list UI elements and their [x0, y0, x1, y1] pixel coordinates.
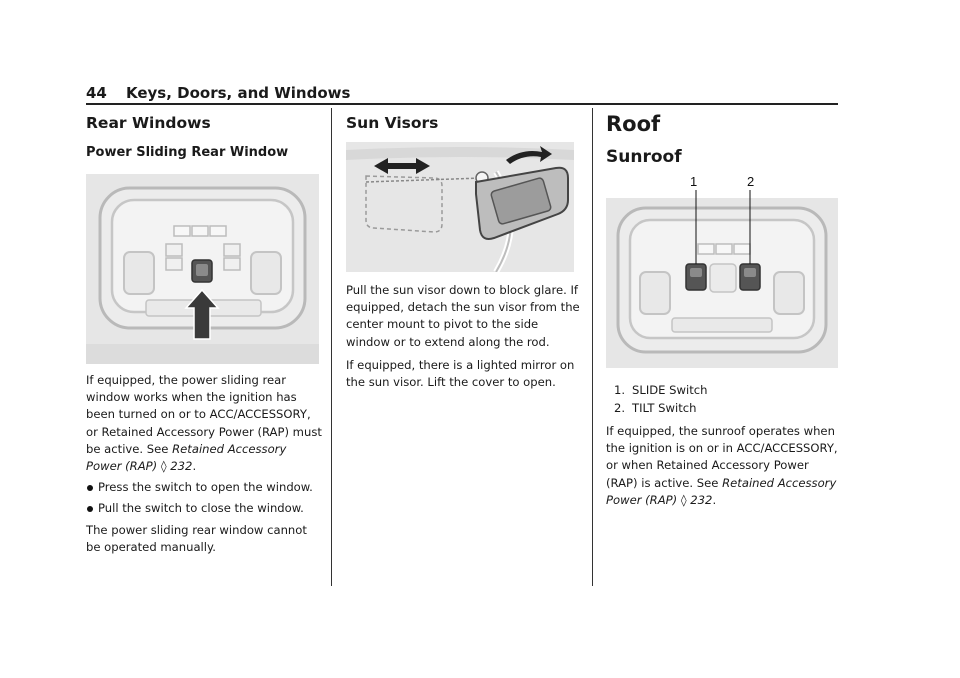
- column-roof: Roof Sunroof 1 2 1.SLIDE Switch 2.TILT S…: [606, 110, 840, 509]
- callout-1-label: 1: [690, 174, 697, 189]
- paragraph-manual-operation: The power sliding rear window cannot be …: [86, 522, 307, 554]
- overhead-console-rear-window-illustration: [86, 174, 319, 364]
- list-item: 2.TILT Switch: [614, 400, 697, 415]
- paragraph-rear-window-operation: If equipped, the power sliding rear wind…: [86, 373, 322, 474]
- bullet-icon: [87, 485, 93, 492]
- heading-roof: Roof: [606, 112, 661, 136]
- ref-arrow-icon: ◊: [160, 459, 167, 474]
- bullet-list: Press the switch to open the window. Pul…: [86, 479, 322, 517]
- list-item: Pull the switch to close the window.: [86, 500, 322, 517]
- subheading-sunroof: Sunroof: [606, 147, 682, 167]
- page-ref[interactable]: 232: [690, 492, 713, 507]
- callout-2-label: 2: [747, 174, 754, 189]
- heading-sun-visors: Sun Visors: [346, 114, 439, 132]
- heading-rear-windows: Rear Windows: [86, 114, 211, 132]
- sun-visor-illustration: [346, 142, 574, 272]
- page-number: 44: [86, 84, 107, 102]
- header-rule: [86, 103, 838, 105]
- column-divider: [592, 108, 593, 586]
- paragraph-lighted-mirror: If equipped, there is a lighted mirror o…: [346, 357, 575, 390]
- paragraph-sun-visor-use: Pull the sun visor down to block glare. …: [346, 283, 580, 349]
- ref-arrow-icon: ◊: [680, 492, 687, 507]
- column-rear-windows: Rear Windows Power Sliding Rear Window I…: [86, 110, 322, 556]
- sunroof-console-illustration: 1 2: [606, 174, 838, 368]
- list-item: 1.SLIDE Switch: [614, 383, 708, 397]
- subheading-power-sliding-rear-window: Power Sliding Rear Window: [86, 145, 289, 160]
- callout-list: 1.SLIDE Switch 2.TILT Switch: [606, 382, 840, 417]
- list-item: Press the switch to open the window.: [86, 479, 322, 496]
- paragraph-sunroof-operation: If equipped, the sunroof operates when t…: [606, 424, 838, 507]
- page-ref[interactable]: 232: [170, 459, 193, 474]
- column-divider: [331, 108, 332, 586]
- bullet-icon: [87, 506, 93, 513]
- link-retained-accessory-power[interactable]: Retained Accessory Power (RAP): [606, 475, 837, 507]
- page-header: 44 Keys, Doors, and Windows: [86, 84, 838, 106]
- link-retained-accessory-power[interactable]: Retained Accessory Power (RAP): [86, 441, 287, 474]
- section-title: Keys, Doors, and Windows: [126, 84, 351, 102]
- column-sun-visors: Sun Visors Pull the sun visor down to bl…: [346, 110, 580, 391]
